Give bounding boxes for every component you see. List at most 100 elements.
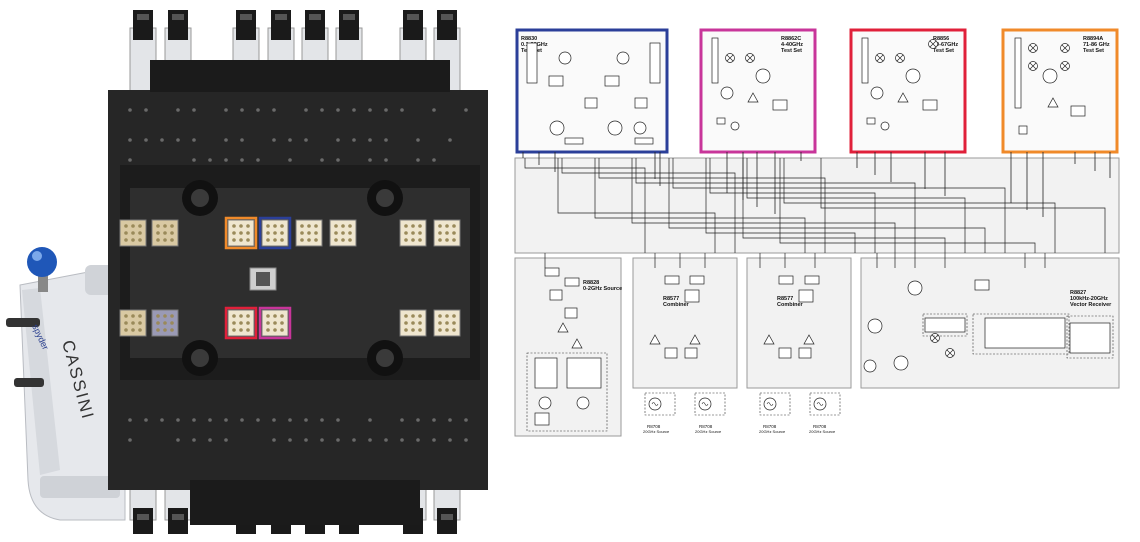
- component-block: [867, 118, 875, 124]
- hole: [320, 108, 324, 112]
- hole: [464, 108, 468, 112]
- hole: [176, 418, 180, 422]
- connector-pin: [163, 224, 167, 228]
- component-block: [549, 76, 563, 86]
- probe-station-photo: spyder CASSINI: [0, 0, 500, 542]
- connector-pin: [131, 314, 135, 318]
- positioner-top-screw: [240, 14, 252, 20]
- test-set-4-desc: Test Set: [1083, 48, 1104, 54]
- component-block: [585, 98, 597, 108]
- connector-pin: [232, 224, 236, 228]
- hole: [368, 158, 372, 162]
- connector-pin: [246, 224, 250, 228]
- connector-pin: [232, 231, 236, 235]
- connector-pin: [266, 238, 270, 242]
- connector-pin: [156, 231, 160, 235]
- hole: [352, 138, 356, 142]
- hole: [208, 418, 212, 422]
- connector-pin: [341, 238, 345, 242]
- connector-pin: [156, 321, 160, 325]
- connector-pin: [273, 314, 277, 318]
- component-block: [527, 43, 537, 83]
- connector-pin: [445, 328, 449, 332]
- connector-pin: [170, 231, 174, 235]
- connector-pin: [438, 238, 442, 242]
- positioner-bottom-screw: [441, 514, 453, 520]
- component-node: [550, 121, 564, 135]
- connector-pin: [156, 224, 160, 228]
- connector-pin: [124, 238, 128, 242]
- connector-pin: [411, 328, 415, 332]
- connector-pin: [138, 314, 142, 318]
- connector-pin: [163, 321, 167, 325]
- combiner-2-subtitle: Combiner: [777, 302, 804, 308]
- connector-pin: [246, 328, 250, 332]
- component-block: [550, 290, 562, 300]
- component-node: [577, 397, 589, 409]
- component-node: [894, 356, 908, 370]
- positioner-top-screw: [137, 14, 149, 20]
- component-node: [906, 69, 920, 83]
- component-node: [608, 121, 622, 135]
- connector-pin: [404, 314, 408, 318]
- connector-pin: [273, 231, 277, 235]
- component-block: [685, 290, 699, 302]
- hole: [304, 108, 308, 112]
- positioner-top-screw: [441, 14, 453, 20]
- connector-pin: [404, 321, 408, 325]
- connector-pin: [280, 224, 284, 228]
- station-stand: [6, 265, 125, 520]
- connector-pin: [239, 231, 243, 235]
- connector-pin: [452, 328, 456, 332]
- connector-pin: [266, 328, 270, 332]
- connector-pin: [232, 238, 236, 242]
- hole: [336, 418, 340, 422]
- connector-pin: [348, 224, 352, 228]
- connector-pin: [138, 328, 142, 332]
- connector-pin: [404, 231, 408, 235]
- hole: [416, 438, 420, 442]
- hole: [144, 108, 148, 112]
- hole: [176, 438, 180, 442]
- hole: [432, 418, 436, 422]
- connector-pin: [170, 328, 174, 332]
- source-sub-1: 20GHz Source: [643, 429, 670, 434]
- source-sub-3: 20GHz Source: [759, 429, 786, 434]
- hole: [432, 108, 436, 112]
- connector-pin: [280, 231, 284, 235]
- hole: [272, 418, 276, 422]
- component-node: [1043, 69, 1057, 83]
- hole: [320, 438, 324, 442]
- hole: [400, 418, 404, 422]
- component-block: [535, 413, 549, 425]
- connector-pin: [418, 314, 422, 318]
- component-block: [565, 278, 579, 286]
- connector-pin: [273, 224, 277, 228]
- connector-pin: [124, 224, 128, 228]
- hole: [240, 108, 244, 112]
- hole: [256, 108, 260, 112]
- hole: [368, 418, 372, 422]
- combiner-1-subtitle: Combiner: [663, 302, 690, 308]
- connector-pin: [266, 321, 270, 325]
- connector-pin: [438, 224, 442, 228]
- hole: [416, 138, 420, 142]
- hole: [160, 418, 164, 422]
- hole: [288, 418, 292, 422]
- component-block: [665, 348, 677, 358]
- connector-pin: [404, 224, 408, 228]
- connector-pin: [131, 231, 135, 235]
- positioner-bottom-clamp: [133, 508, 153, 534]
- connector-pin: [232, 321, 236, 325]
- hole: [336, 438, 340, 442]
- connector-pin: [246, 314, 250, 318]
- connector-pin: [266, 314, 270, 318]
- hole: [448, 418, 452, 422]
- connector-pin: [131, 224, 135, 228]
- connector-pin: [280, 314, 284, 318]
- hole: [368, 108, 372, 112]
- connector-pin: [418, 328, 422, 332]
- component-block: [799, 348, 811, 358]
- hole: [448, 438, 452, 442]
- connector-pin: [156, 328, 160, 332]
